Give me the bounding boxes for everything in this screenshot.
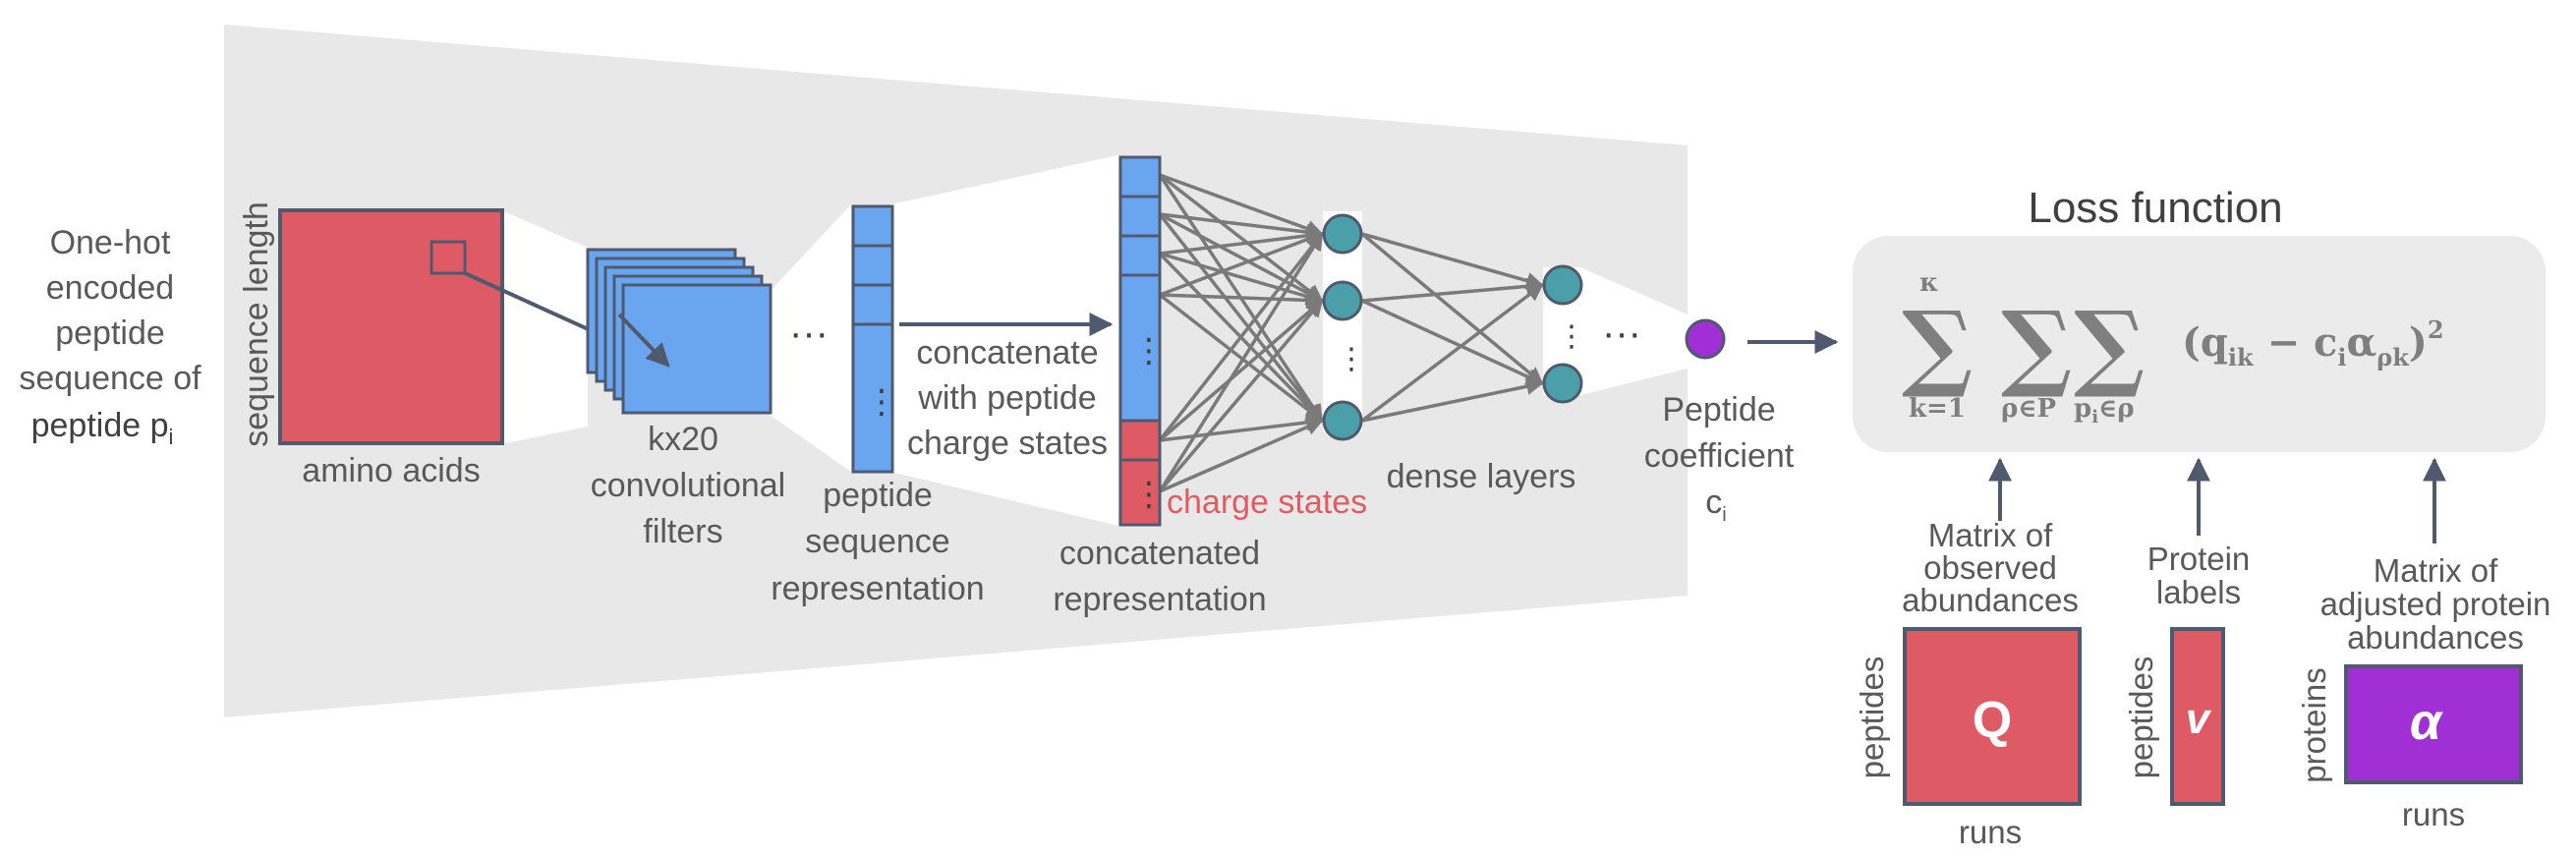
svg-text:sequence of: sequence of — [19, 360, 201, 397]
svg-text:peptide: peptide — [55, 314, 165, 352]
svg-text:v: v — [2186, 695, 2212, 743]
svg-text:Matrix of: Matrix of — [1928, 517, 2053, 553]
svg-text:κ: κ — [1919, 268, 1939, 298]
svg-text:∑: ∑ — [1902, 290, 1973, 401]
edge-input-to-layer1 — [1158, 293, 1324, 423]
svg-text:pi∈ρ: pi∈ρ — [2074, 394, 2135, 428]
svg-text:runs: runs — [2402, 796, 2465, 832]
svg-text:concatenate: concatenate — [916, 334, 1098, 371]
svg-text:k=1: k=1 — [1909, 394, 1966, 424]
svg-text:⋮: ⋮ — [1557, 320, 1586, 353]
dense-layer-2: ⋮ dense layers — [1387, 264, 1586, 495]
edge-input-to-layer1 — [1159, 227, 1324, 256]
svg-text:proteins: proteins — [2296, 667, 2332, 782]
svg-text:convolutional: convolutional — [591, 467, 785, 504]
svg-text:charge states: charge states — [907, 425, 1108, 462]
concat-arrow-label: concatenate with peptide charge states — [907, 334, 1108, 462]
svg-text:representation: representation — [771, 570, 984, 607]
edge-layer1-to-layer2 — [1361, 277, 1544, 303]
protein-labels-vector: Protein labels v peptides — [2123, 541, 2251, 806]
svg-text:with peptide: with peptide — [917, 379, 1096, 417]
svg-text:representation: representation — [1053, 581, 1266, 618]
edge-input-to-layer1 — [1159, 231, 1324, 297]
input-label: One-hot encoded peptide sequence of pept… — [19, 224, 201, 449]
svg-text:⋮: ⋮ — [1132, 476, 1166, 513]
svg-text:sequence: sequence — [805, 523, 949, 560]
edge-input-to-layer1 — [1159, 173, 1324, 237]
concat-repr-vector: ⋮ ⋮ charge states concatenated represent… — [1053, 155, 1367, 618]
svg-text:Protein: Protein — [2147, 541, 2251, 577]
svg-text:peptide pi: peptide pi — [31, 407, 174, 449]
svg-text:abundances: abundances — [1902, 582, 2079, 618]
ellipsis-1: ··· — [789, 312, 829, 355]
edge-input-to-layer1 — [1159, 414, 1324, 442]
edge-input-to-layer1 — [1159, 291, 1324, 310]
connector-filters-seq — [767, 204, 851, 472]
loss-equation: κ ∑ k=1 ∑ ρ∈P ∑ pi∈ρ (qik − ciαρk)2 — [1902, 268, 2444, 428]
svg-text:peptides: peptides — [2123, 657, 2159, 779]
svg-text:coefficient: coefficient — [1644, 437, 1795, 475]
svg-text:filters: filters — [643, 513, 722, 550]
connector-matrix-filters — [501, 210, 588, 444]
edge-input-to-layer1 — [1158, 232, 1324, 492]
conv-filters-stack: kx20 convolutional filters — [586, 248, 785, 550]
edge-layer1-to-layer2 — [1360, 232, 1544, 385]
dense-layer-1: ⋮ — [1322, 213, 1366, 441]
svg-text:concatenated: concatenated — [1059, 535, 1260, 572]
loss-title: Loss function — [2028, 184, 2282, 232]
ellipsis-2: ··· — [1602, 312, 1641, 355]
loss-function: Loss function κ ∑ k=1 ∑ ρ∈P ∑ pi∈ρ (qik … — [1853, 184, 2546, 452]
svg-text:∑: ∑ — [2001, 290, 2072, 401]
edge-layer1-to-layer2 — [1361, 377, 1544, 423]
edge-layer1-to-layer2 — [1360, 283, 1544, 423]
connector-seq-concat — [890, 155, 1118, 526]
onehot-y-label: sequence length — [238, 201, 275, 447]
edge-input-to-layer1 — [1159, 212, 1324, 303]
svg-text:abundances: abundances — [2347, 619, 2524, 656]
svg-text:peptide: peptide — [823, 477, 933, 514]
svg-text:peptides: peptides — [1854, 657, 1890, 779]
edge-input-to-layer1 — [1159, 252, 1324, 306]
edge-input-to-layer1 — [1158, 232, 1324, 442]
output-node: Peptide coefficient ci — [1644, 318, 1795, 526]
connector-dense-output — [1580, 267, 1688, 395]
edge-input-to-layer1 — [1158, 299, 1324, 493]
svg-text:encoded: encoded — [46, 269, 174, 307]
svg-text:One-hot: One-hot — [50, 224, 171, 261]
svg-text:α: α — [2410, 694, 2444, 751]
svg-text:ci: ci — [1705, 484, 1726, 526]
alpha-matrix: Matrix of adjusted protein abundances α … — [2296, 552, 2550, 832]
svg-text:⋮: ⋮ — [1132, 332, 1166, 370]
onehot-x-label: amino acids — [302, 452, 480, 489]
svg-text:observed: observed — [1923, 549, 2057, 586]
svg-text:⋮: ⋮ — [1337, 343, 1366, 375]
svg-text:runs: runs — [1959, 814, 2022, 850]
svg-text:Q: Q — [1973, 692, 2012, 749]
svg-text:kx20: kx20 — [648, 421, 718, 458]
svg-text:⋮: ⋮ — [865, 383, 898, 421]
svg-text:labels: labels — [2156, 574, 2241, 610]
svg-text:∑: ∑ — [2074, 290, 2145, 401]
svg-text:Matrix of: Matrix of — [2374, 552, 2498, 589]
edge-input-to-layer1 — [1159, 212, 1324, 241]
Q-matrix: Matrix of observed abundances Q peptides… — [1854, 517, 2082, 850]
edge-input-to-layer1 — [1159, 419, 1324, 493]
charge-states-label: charge states — [1167, 484, 1367, 521]
edge-layer1-to-layer2 — [1361, 299, 1544, 385]
svg-text:Peptide: Peptide — [1662, 391, 1775, 428]
conv-window — [429, 240, 467, 275]
dense-edges — [1158, 173, 1544, 493]
svg-text:adjusted protein: adjusted protein — [2320, 586, 2551, 622]
seq-repr-vector: ⋮ peptide sequence representation — [771, 204, 985, 607]
onehot-matrix: sequence length amino acids — [238, 201, 671, 489]
svg-text:(qik − ciαρk)2: (qik − ciαρk)2 — [2182, 315, 2444, 371]
svg-text:ρ∈P: ρ∈P — [2001, 394, 2056, 424]
dense-label: dense layers — [1387, 458, 1576, 495]
edge-input-to-layer1 — [1158, 299, 1324, 442]
edge-layer1-to-layer2 — [1361, 232, 1544, 290]
